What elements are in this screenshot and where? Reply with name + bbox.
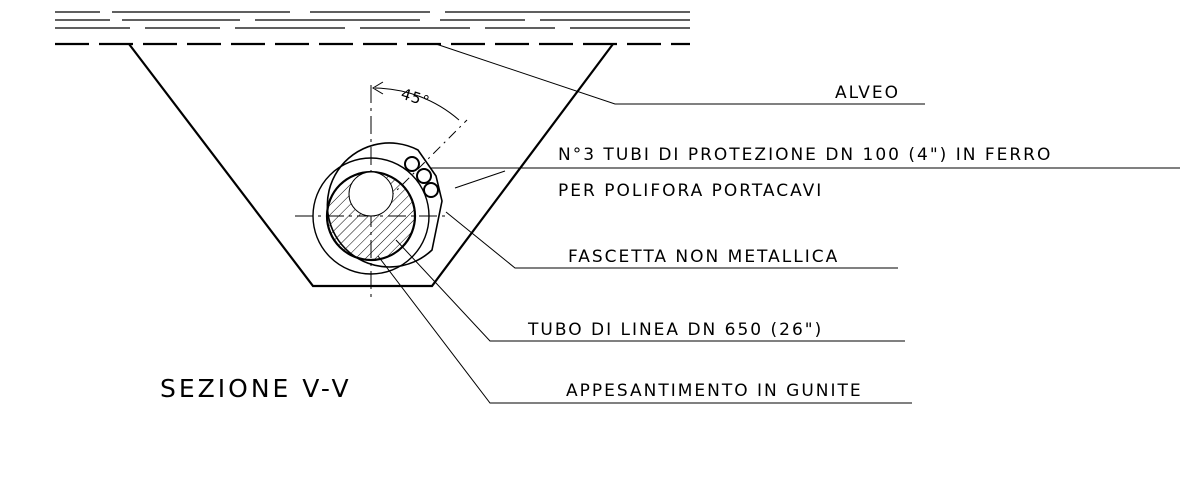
label-tubi-protezione-line1: N°3 TUBI DI PROTEZIONE DN 100 (4") IN FE… [558,145,1052,165]
label-tubi-protezione-line2: PER POLIFORA PORTACAVI [558,181,823,201]
line-pipe [312,157,430,275]
leader-lines [377,43,1180,404]
trench-outline [128,43,614,288]
label-appesantimento: APPESANTIMENTO IN GUNITE [566,381,863,401]
water-surface-lines [55,11,690,29]
protection-tubes [404,156,439,198]
label-tubo-linea: TUBO DI LINEA DN 650 (26") [527,320,823,340]
angle-label: 45° [399,85,433,111]
label-fascetta: FASCETTA NON METALLICA [568,247,839,267]
section-title: SEZIONE V-V [160,374,352,403]
label-alveo: ALVEO [835,83,900,103]
hatch-void-upper [348,172,394,217]
